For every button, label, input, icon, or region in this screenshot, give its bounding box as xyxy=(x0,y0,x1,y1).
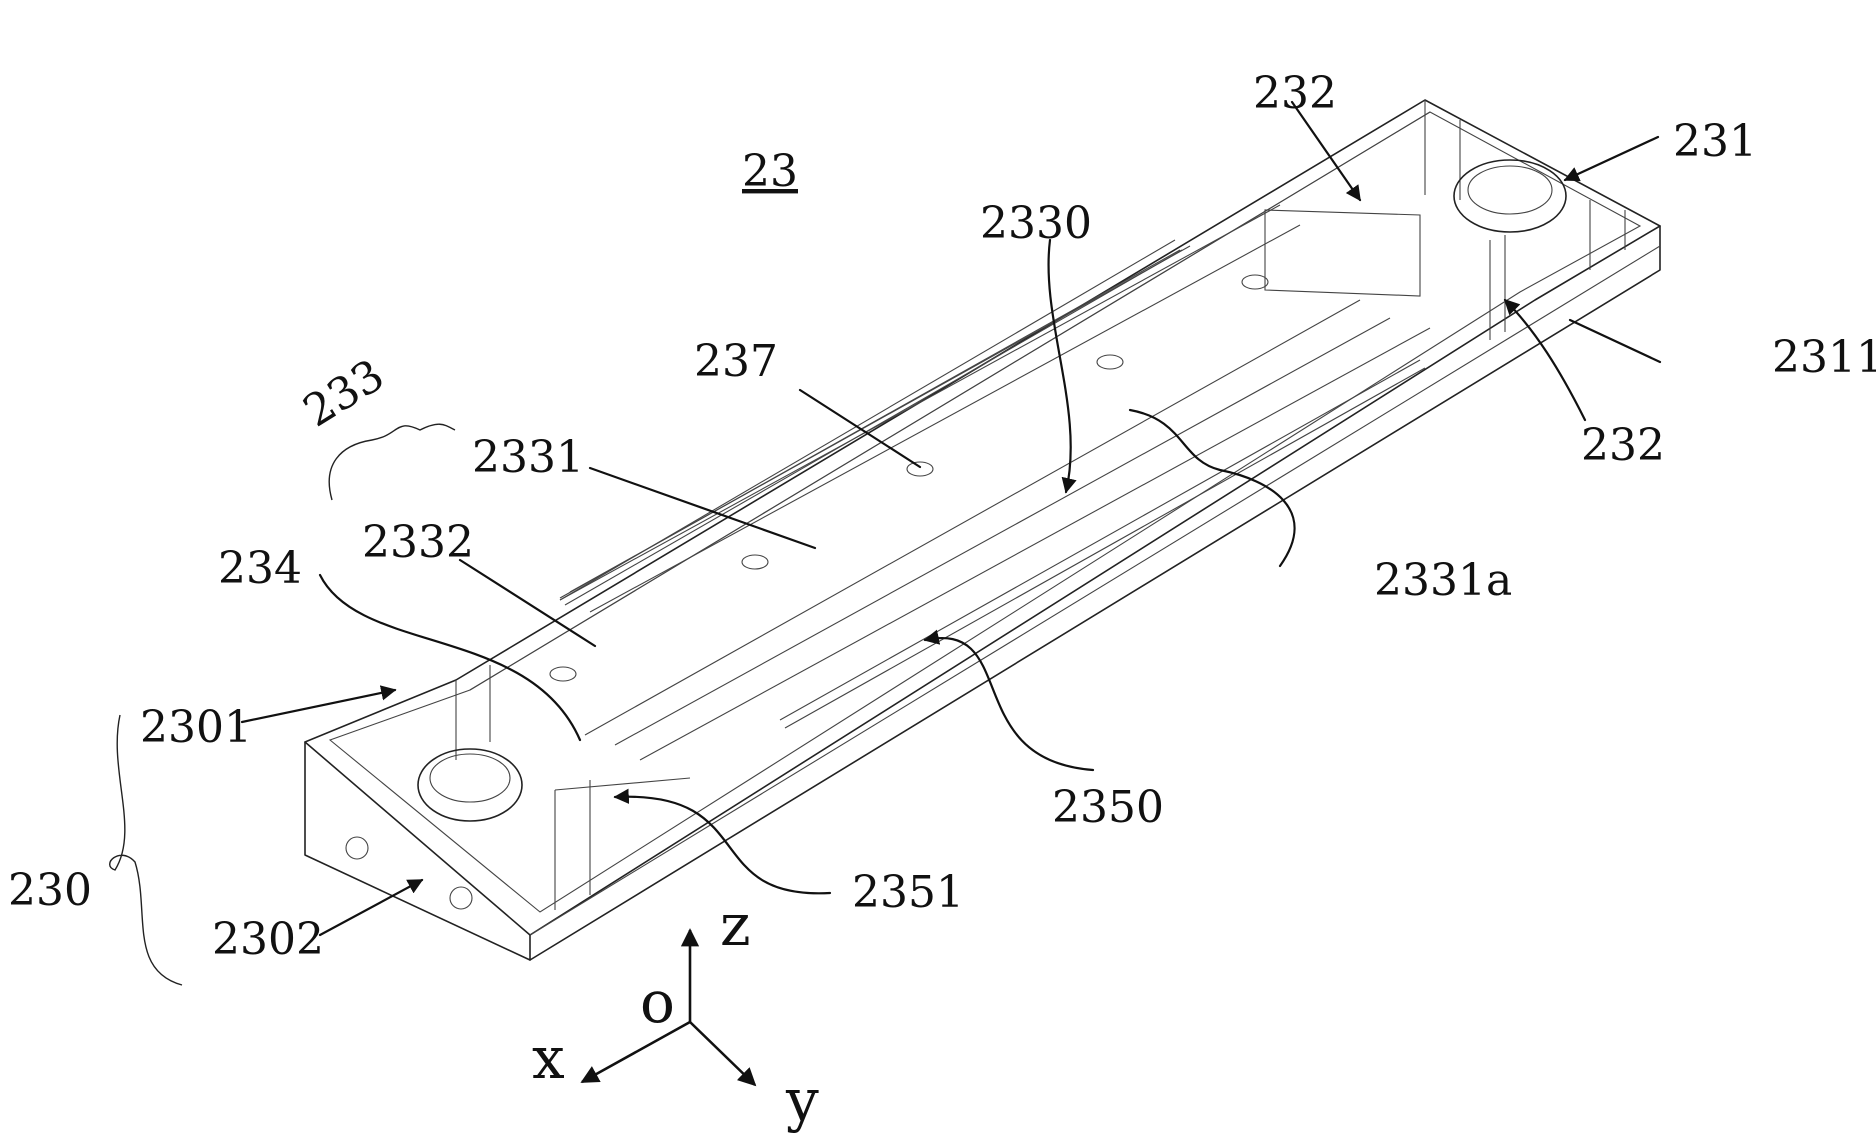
label-2351: 2351 xyxy=(852,867,964,918)
positioning-holes xyxy=(550,275,1268,681)
axis-label-z: z xyxy=(720,891,751,959)
label-2332: 2332 xyxy=(362,517,474,568)
label-234: 234 xyxy=(218,543,302,594)
label-2350: 2350 xyxy=(1052,782,1164,833)
axis-label-x: x xyxy=(532,1024,565,1092)
label-2301: 2301 xyxy=(140,702,252,753)
label-230: 230 xyxy=(8,865,92,916)
label-231: 231 xyxy=(1673,116,1757,167)
label-2302: 2302 xyxy=(212,914,324,965)
label-2330: 2330 xyxy=(980,198,1092,249)
label-232-top: 232 xyxy=(1253,68,1337,119)
axis-label-y: y xyxy=(785,1066,819,1134)
right-mounting-bore xyxy=(1454,160,1566,232)
label-2331: 2331 xyxy=(472,432,584,483)
label-233: 233 xyxy=(295,350,393,438)
axis-label-origin: o xyxy=(640,968,675,1036)
left-mounting-bore xyxy=(418,749,522,821)
label-232-bottom: 232 xyxy=(1581,420,1665,471)
front-screws xyxy=(346,837,472,909)
label-2311: 2311 xyxy=(1772,332,1876,383)
label-237: 237 xyxy=(694,336,778,387)
figure-reference: 23 xyxy=(742,146,798,197)
label-2331a: 2331a xyxy=(1374,555,1512,606)
